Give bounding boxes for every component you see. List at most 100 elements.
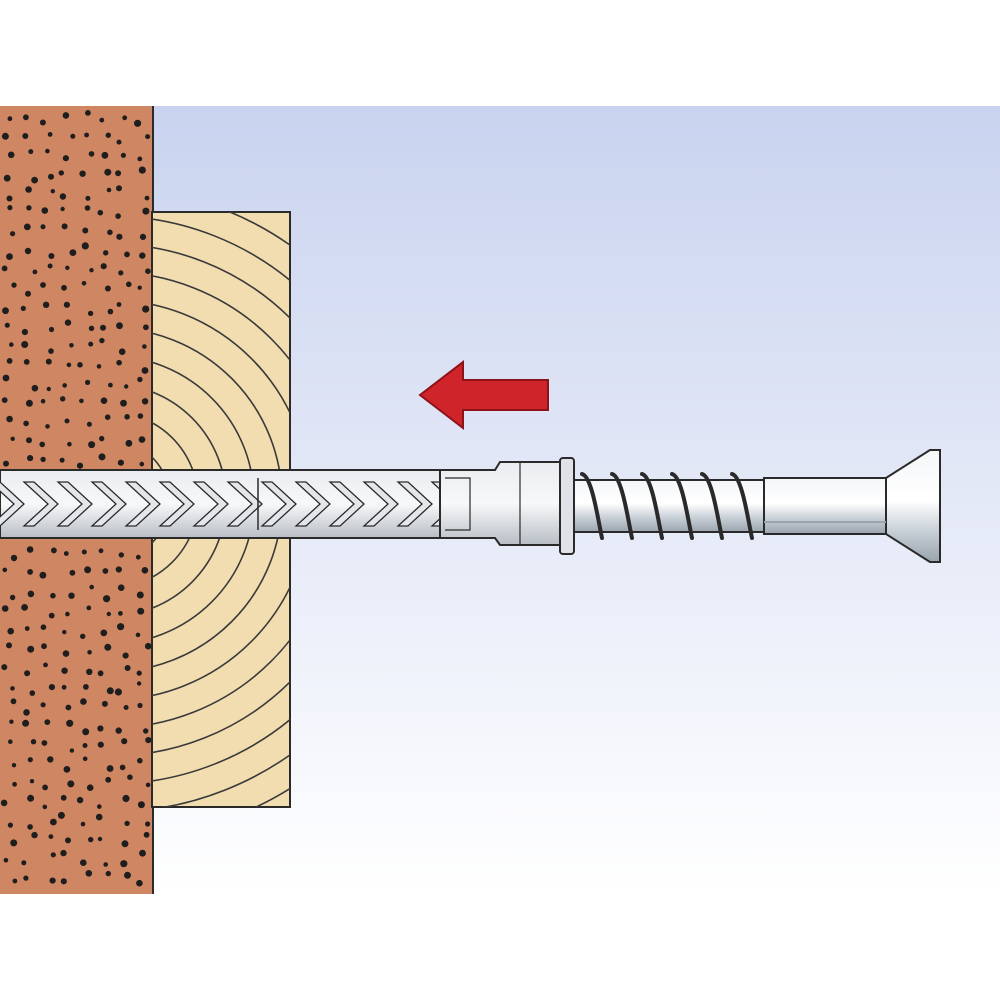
brick-dot (118, 348, 126, 356)
brick-dot (23, 709, 30, 716)
brick-dot (106, 765, 114, 772)
brick-dot (100, 629, 108, 637)
brick-dot (50, 592, 56, 599)
brick-dot (23, 359, 30, 365)
brick-dot (50, 852, 56, 858)
brick-dot (57, 811, 65, 819)
thread-turn (670, 472, 694, 540)
brick-dot (12, 781, 17, 787)
brick-dot (76, 796, 84, 804)
brick-dot (42, 804, 48, 810)
brick-dot (104, 285, 111, 292)
brick-dot (108, 382, 113, 388)
plug-tooth (22, 481, 59, 527)
brick-dot (98, 453, 106, 461)
brick-dot (9, 594, 16, 601)
brick-dot (106, 687, 114, 695)
brick-dot (51, 547, 57, 554)
brick-dot (67, 780, 75, 788)
brick-dot (65, 265, 70, 270)
plug-tooth (124, 481, 161, 527)
brick-dot (114, 688, 122, 696)
brick-dot (9, 342, 14, 347)
brick-dot (7, 822, 13, 828)
brick-dot (116, 359, 122, 366)
brick-dot (40, 282, 46, 288)
brick-dot (101, 700, 108, 707)
brick-dot (103, 595, 111, 603)
brick-dot (26, 546, 34, 553)
brick-dot (141, 567, 149, 574)
brick-dot (4, 322, 10, 328)
brick-dot (136, 670, 142, 676)
brick-dot (126, 281, 132, 288)
brick-texture (0, 110, 152, 887)
brick-dot (141, 398, 149, 405)
plug-tooth (192, 481, 229, 527)
brick-dot (1, 664, 8, 671)
brick-dot (39, 441, 45, 448)
screw-thread (580, 472, 754, 540)
brick-dot (143, 831, 150, 838)
brick-dot (104, 168, 112, 176)
brick-dot (39, 119, 46, 126)
plug-tooth (158, 481, 195, 527)
brick-dot (45, 358, 52, 365)
brick-dot (10, 698, 17, 705)
plug-tooth (294, 481, 331, 527)
brick-dot (97, 836, 103, 842)
brick-dot (10, 686, 15, 691)
brick-dot (41, 740, 48, 746)
brick-dot (106, 187, 112, 193)
frame-screw (573, 449, 941, 563)
brick-dot (62, 629, 67, 635)
brick-dot (145, 782, 151, 788)
brick-dot (7, 116, 13, 122)
brick-dot (135, 632, 141, 638)
brick-dot (60, 878, 67, 885)
brick-dot (58, 170, 64, 176)
brick-dot (80, 859, 87, 866)
brick-dot (25, 399, 33, 407)
brick-dot (46, 386, 51, 392)
brick-dot (7, 151, 15, 159)
brick-dot (98, 548, 104, 554)
brick-dot (86, 605, 92, 611)
brick-dot (99, 435, 105, 442)
brick-dot (24, 626, 30, 631)
brick-dot (115, 727, 122, 734)
brick-dot (137, 801, 145, 809)
brick-dot (104, 414, 111, 421)
brick-dot (105, 870, 112, 877)
brick-dot (97, 209, 104, 216)
brick-dot (97, 725, 104, 732)
brick-dot (127, 774, 133, 780)
brick-dot (85, 110, 91, 116)
brick-dot (104, 643, 112, 651)
brick-dot (27, 590, 35, 598)
brick-dot (120, 860, 128, 868)
brick-dot (6, 642, 12, 649)
brick-dot (1, 265, 8, 272)
brick-dot (79, 398, 84, 404)
brick-dot (41, 207, 49, 214)
brick-dot (69, 343, 74, 348)
brick-dot (101, 151, 109, 159)
brick-dot (64, 418, 70, 424)
brick-dot (60, 849, 67, 857)
plug-chevron-teeth (0, 481, 440, 527)
brick-dot (61, 223, 68, 230)
brick-dot (47, 263, 53, 269)
brick-dot (21, 860, 27, 866)
brick-dot (24, 247, 32, 255)
brick-dot (100, 397, 108, 405)
brick-dot (124, 414, 130, 420)
brick-dot (118, 611, 123, 616)
brick-dot (10, 436, 15, 441)
brick-dot (2, 374, 10, 382)
brick-dot (122, 115, 128, 121)
brick-dot (1, 397, 8, 403)
brick-dot (69, 748, 75, 753)
